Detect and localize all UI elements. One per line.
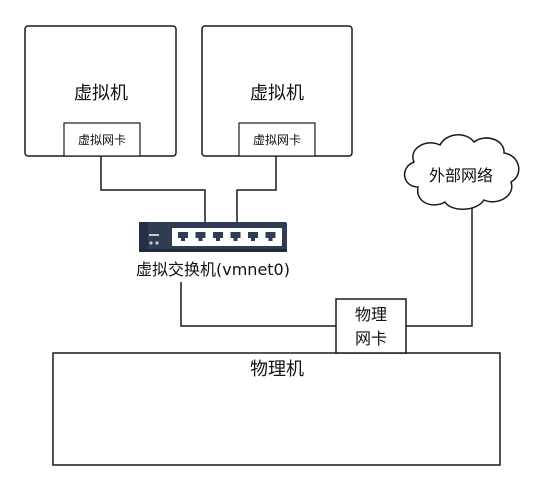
switch-ports [178, 232, 276, 241]
vm-right-nic-label: 虚拟网卡 [253, 133, 301, 147]
virtual-switch: 虚拟交换机(vmnet0) [136, 222, 290, 279]
switch-port [178, 232, 188, 238]
physical-nic: 物理 网卡 [335, 298, 407, 354]
switch-port-tab [181, 238, 185, 241]
vm-left-nic-label: 虚拟网卡 [78, 133, 126, 147]
switch-status-led [149, 241, 153, 245]
vm-right-title: 虚拟机 [250, 83, 304, 104]
virtual-switch-label: 虚拟交换机(vmnet0) [136, 260, 290, 279]
switch-port-tab [198, 238, 203, 241]
connection-lines [100, 156, 473, 327]
physical-machine-title: 物理机 [250, 359, 304, 380]
vm-right-nic-box [238, 122, 316, 157]
cloud-icon [403, 134, 520, 210]
switch-bottom-shade [139, 249, 287, 252]
vm-left: 虚拟机 虚拟网卡 [24, 25, 177, 157]
switch-port [230, 232, 241, 238]
vm-left-nic-box [63, 122, 141, 157]
link-switch-to-physical-nic [180, 282, 336, 327]
switch-port-tab [268, 238, 273, 241]
external-network-cloud: 外部网络 [403, 134, 520, 210]
switch-port [213, 232, 223, 238]
physical-machine: 物理机 [52, 352, 501, 466]
switch-led-bar [149, 234, 159, 236]
switch-port-tab [216, 238, 220, 241]
physical-nic-label-line2: 网卡 [355, 329, 387, 348]
link-right-nic-to-switch [236, 156, 277, 222]
switch-port [265, 232, 276, 238]
link-physical-nic-to-external-network [406, 205, 473, 327]
link-left-nic-to-switch [100, 156, 206, 222]
switch-port [248, 232, 258, 238]
switch-port-tab [251, 238, 255, 241]
vm-left-title: 虚拟机 [74, 83, 128, 104]
switch-port [195, 232, 206, 238]
switch-side-shade [139, 222, 148, 252]
vm-right: 虚拟机 虚拟网卡 [201, 25, 353, 157]
external-network-label: 外部网络 [429, 166, 493, 185]
switch-port-tab [233, 238, 238, 241]
physical-machine-box [52, 352, 501, 466]
physical-nic-box [335, 298, 407, 354]
switch-status-led [155, 241, 159, 245]
physical-nic-label-line1: 物理 [355, 305, 387, 324]
